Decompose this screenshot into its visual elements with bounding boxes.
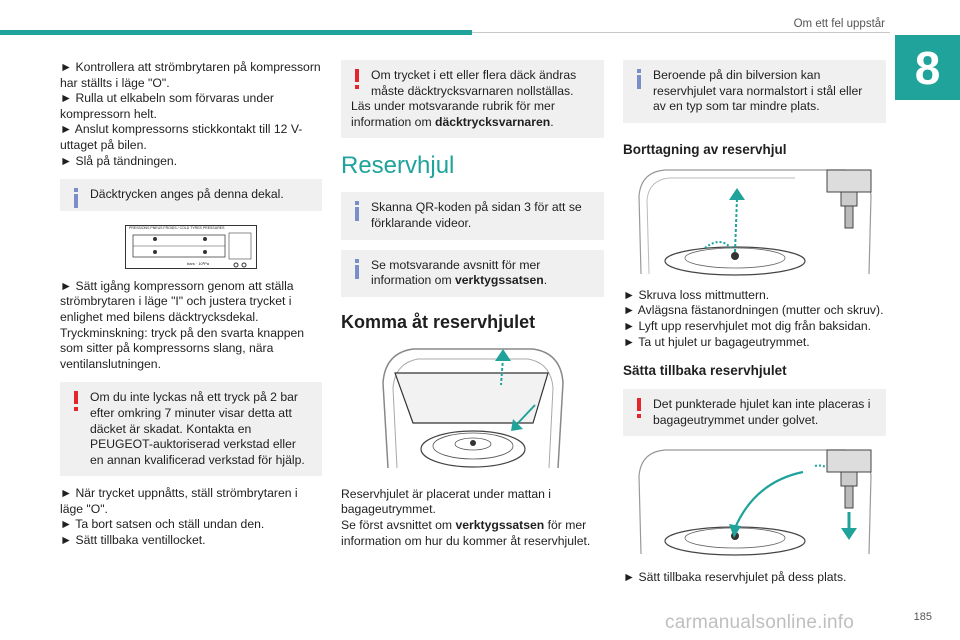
- warning-text-2-prefix: Läs under motsvarande rubrik för mer inf…: [351, 99, 555, 129]
- step: ► Kontrollera att strömbrytaren på kompr…: [60, 60, 321, 90]
- step: ► Lyft upp reservhjulet mot dig från bak…: [623, 318, 872, 333]
- subsection-heading: Borttagning av reservhjul: [623, 141, 787, 157]
- info-icon: [69, 188, 83, 209]
- step: ► Ta bort satsen och ställ undan den.: [60, 517, 265, 532]
- subsection-heading: Komma åt reservhjulet: [341, 311, 536, 332]
- section-heading: Reservhjul: [341, 152, 455, 180]
- info-icon: [350, 201, 364, 222]
- step: ► Sätt tillbaka reservhjulet på dess pla…: [623, 570, 847, 585]
- warning-icon: [632, 398, 646, 419]
- step: ► Avlägsna fästanordningen (mutter och s…: [623, 303, 884, 318]
- step: ► Ta ut hjulet ur bagageutrymmet.: [623, 334, 810, 349]
- column-3: Beroende på din bilversion kan reservhju…: [623, 60, 886, 586]
- paragraph-suffix: för mer information om hur du kommer åt …: [341, 517, 591, 548]
- step: ► Sätt tillbaka ventillocket.: [60, 533, 206, 548]
- warning-text-2: Läs under motsvarande rubrik för mer inf…: [351, 99, 594, 130]
- warning-box: Om du inte lyckas nå ett tryck på 2 bar …: [60, 382, 322, 477]
- info-text: Däcktrycken anges på denna dekal.: [90, 187, 284, 202]
- chapter-number: 8: [895, 35, 960, 100]
- info-text-prefix: Se motsvarande avsnitt för mer informati…: [371, 257, 541, 288]
- paragraph-prefix: Se först avsnittet om: [341, 517, 456, 532]
- paragraph: Se först avsnittet om verktygssatsen för…: [341, 518, 604, 549]
- step: ► Skruva loss mittmuttern.: [623, 287, 770, 302]
- decal-units-text: bars · 10³Pa: [187, 260, 210, 266]
- trunk-spare-wheel-illustration: [373, 343, 573, 473]
- warning-text-2-suffix: .: [550, 114, 554, 129]
- warning-text: Om du inte lyckas nå ett tryck på 2 bar …: [90, 390, 305, 467]
- info-text-bold: verktygssatsen: [455, 273, 544, 288]
- info-text-suffix: .: [543, 273, 548, 288]
- step: ► Rulla ut elkabeln som förvaras under k…: [60, 91, 274, 121]
- instructions-c: ► När trycket uppnåtts, ställ strömbryta…: [60, 486, 322, 548]
- spare-wheel-refit-illustration: [635, 446, 875, 558]
- paragraph-bold: verktygssatsen: [455, 517, 545, 532]
- tyre-pressure-decal-illustration: PRESSIONS PNEUS FROIDS / COLD TYRES PRES…: [125, 224, 257, 269]
- decal-header-text: PRESSIONS PNEUS FROIDS / COLD TYRES PRES…: [129, 225, 225, 230]
- instructions-a: ► Kontrollera att strömbrytaren på kompr…: [60, 60, 322, 169]
- info-box: Se motsvarande avsnitt för mer informati…: [341, 249, 604, 297]
- step: ► Anslut kompressorns stickkontakt till …: [60, 122, 303, 152]
- warning-icon: [69, 391, 83, 412]
- paragraph: Reservhjulet är placerat under mattan i …: [341, 486, 552, 517]
- instructions-b: ► Sätt igång kompressorn genom att ställ…: [60, 278, 305, 371]
- header-accent-bar: [0, 30, 472, 35]
- info-box: Beroende på din bilversion kan reservhju…: [623, 60, 886, 123]
- warning-text-2-bold: däcktrycksvarnaren: [435, 114, 551, 129]
- step: ► Slå på tändningen.: [60, 153, 178, 168]
- info-icon: [632, 69, 646, 89]
- warning-box: Det punkterade hjulet kan inte placeras …: [623, 389, 886, 437]
- watermark: carmanualsonline.info: [665, 612, 855, 633]
- info-icon: [350, 258, 364, 279]
- warning-text: Det punkterade hjulet kan inte placeras …: [653, 397, 871, 427]
- page-number: 185: [913, 611, 932, 623]
- section-title: Om ett fel uppstår: [793, 18, 885, 30]
- spare-wheel-removal-illustration: [635, 166, 875, 278]
- warning-text: Om trycket i ett eller flera däck ändras…: [371, 68, 577, 98]
- column-2: Om trycket i ett eller flera däck ändras…: [341, 60, 604, 549]
- warning-box: Om trycket i ett eller flera däck ändras…: [341, 60, 604, 139]
- header-rule: [472, 32, 890, 33]
- column-1: ► Kontrollera att strömbrytaren på kompr…: [60, 60, 322, 549]
- info-box: Däcktrycken anges på denna dekal.: [60, 179, 322, 211]
- info-text: Beroende på din bilversion kan reservhju…: [653, 68, 863, 114]
- removal-steps: ► Skruva loss mittmuttern. ► Avlägsna fä…: [623, 288, 886, 350]
- info-box: Skanna QR-koden på sidan 3 för att se fö…: [341, 192, 604, 240]
- subsection-heading: Sätta tillbaka reservhjulet: [623, 363, 787, 379]
- info-text: Skanna QR-koden på sidan 3 för att se fö…: [371, 200, 582, 230]
- step: ► När trycket uppnåtts, ställ strömbryta…: [60, 486, 298, 516]
- warning-icon: [350, 69, 364, 89]
